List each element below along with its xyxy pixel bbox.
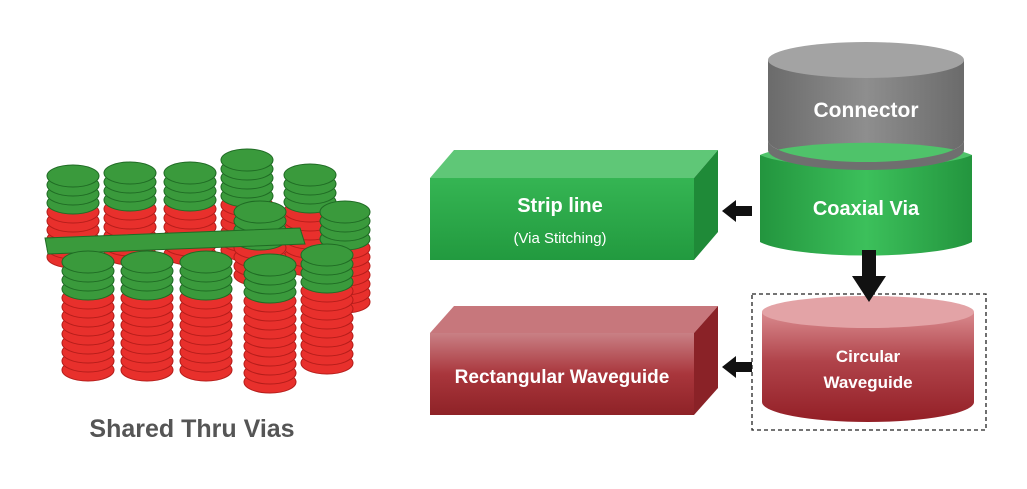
via-disk-green: [300, 243, 354, 267]
rect-waveguide-label: Rectangular Waveguide: [455, 367, 670, 388]
via-disk-green: [283, 163, 337, 187]
via-disk-green: [319, 200, 371, 224]
connector-cylinder: Connector: [768, 42, 964, 162]
via-disk-green: [103, 161, 157, 185]
rect-waveguide-side-face: [694, 306, 718, 415]
strip-line-subtitle: (Via Stitching): [513, 230, 606, 247]
strip-line-top-face: [430, 150, 718, 178]
via-disk-green: [163, 161, 217, 185]
arrow-down-to-circular-waveguide: [852, 250, 886, 302]
via-disk-green: [61, 250, 115, 274]
coaxial-via-cylinder: Coaxial Via: [760, 140, 972, 256]
coaxial-via-label: Coaxial Via: [813, 198, 920, 220]
circular-waveguide-cylinder: Circular Waveguide: [762, 296, 974, 422]
arrow-left-to-strip-line: [722, 200, 752, 222]
caption-shared-thru-vias: Shared Thru Vias: [89, 415, 294, 443]
via-stack-front-3: [179, 250, 233, 382]
shared-thru-vias-illustration: [44, 148, 371, 394]
circular-waveguide-top: [762, 296, 974, 328]
strip-line-side-face: [694, 150, 718, 260]
connector-top: [768, 42, 964, 78]
circular-waveguide-body: [762, 312, 974, 422]
strip-line-block: Strip line (Via Stitching): [430, 150, 718, 260]
coaxial-via-body: [760, 155, 972, 256]
strip-line-title: Strip line: [517, 195, 603, 217]
via-disk-green: [220, 148, 274, 172]
strip-trace: [44, 227, 306, 255]
via-stack-front-2: [120, 250, 174, 382]
strip-line-front-face: [430, 178, 694, 260]
arrow-left-to-rect-waveguide: [722, 356, 752, 378]
via-stack-front-1: [61, 250, 115, 382]
via-disk-green: [46, 164, 100, 188]
connector-bottom-rim: [768, 140, 964, 170]
via-disk-green: [233, 200, 287, 224]
via-disk-green: [120, 250, 174, 274]
rect-waveguide-front-face: [430, 333, 694, 415]
circular-waveguide-label-line1: Circular: [836, 347, 901, 366]
connector-label: Connector: [814, 99, 919, 122]
circular-waveguide-label-line2: Waveguide: [823, 373, 912, 392]
via-stack-front-5: [300, 243, 354, 375]
rectangular-waveguide-block: Rectangular Waveguide: [430, 306, 718, 415]
via-disk-green: [243, 253, 297, 277]
via-disk-green: [179, 250, 233, 274]
connector-body: [768, 60, 964, 162]
via-stack-front-4: [243, 253, 297, 394]
rect-waveguide-top-face: [430, 306, 718, 333]
